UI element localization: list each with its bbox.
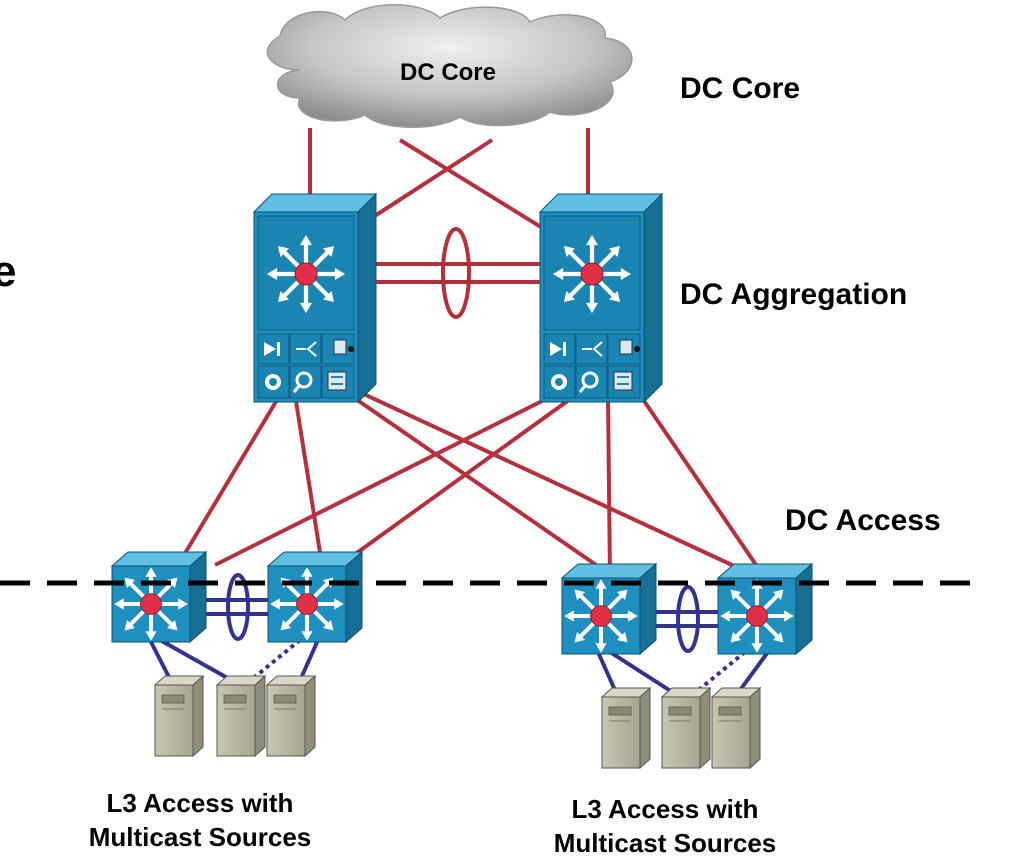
aggregation-switch-icon <box>254 194 376 402</box>
pod-caption-line1: L3 Access with <box>107 788 294 818</box>
cloud-icon <box>266 4 633 129</box>
cloud-label: DC Core <box>400 59 496 86</box>
server-icon <box>266 675 316 757</box>
aggregation-interconnect <box>375 262 540 284</box>
layer-label-access: DC Access <box>785 504 941 537</box>
server-icon <box>154 675 204 757</box>
access-pod: L3 Access with Multicast Sources <box>554 564 812 858</box>
aggregation-switch-icon <box>540 194 662 402</box>
server-icon <box>601 687 651 769</box>
access-switch-icon <box>562 564 656 654</box>
port-channel-access <box>226 573 250 641</box>
server-links <box>596 610 770 699</box>
server-icon <box>216 675 266 757</box>
access-uplinks <box>176 388 767 580</box>
access-pod: L3 Access with Multicast Sources <box>89 552 362 852</box>
server-icon <box>661 687 711 769</box>
layer-label-core: DC Core <box>680 72 800 105</box>
pod-caption-line1: L3 Access with <box>572 794 759 824</box>
server-icon <box>711 687 761 769</box>
pod-caption-line2: Multicast Sources <box>554 828 777 858</box>
access-switch-icon <box>112 552 206 642</box>
access-switch-icon <box>268 552 362 642</box>
pod-caption-line2: Multicast Sources <box>89 822 312 852</box>
access-switch-icon <box>718 564 812 654</box>
layer-label-aggregation: DC Aggregation <box>680 278 907 311</box>
port-channel-access <box>676 585 700 653</box>
clipped-title-fragment: e <box>0 247 16 296</box>
port-channel-aggregation <box>441 227 471 319</box>
